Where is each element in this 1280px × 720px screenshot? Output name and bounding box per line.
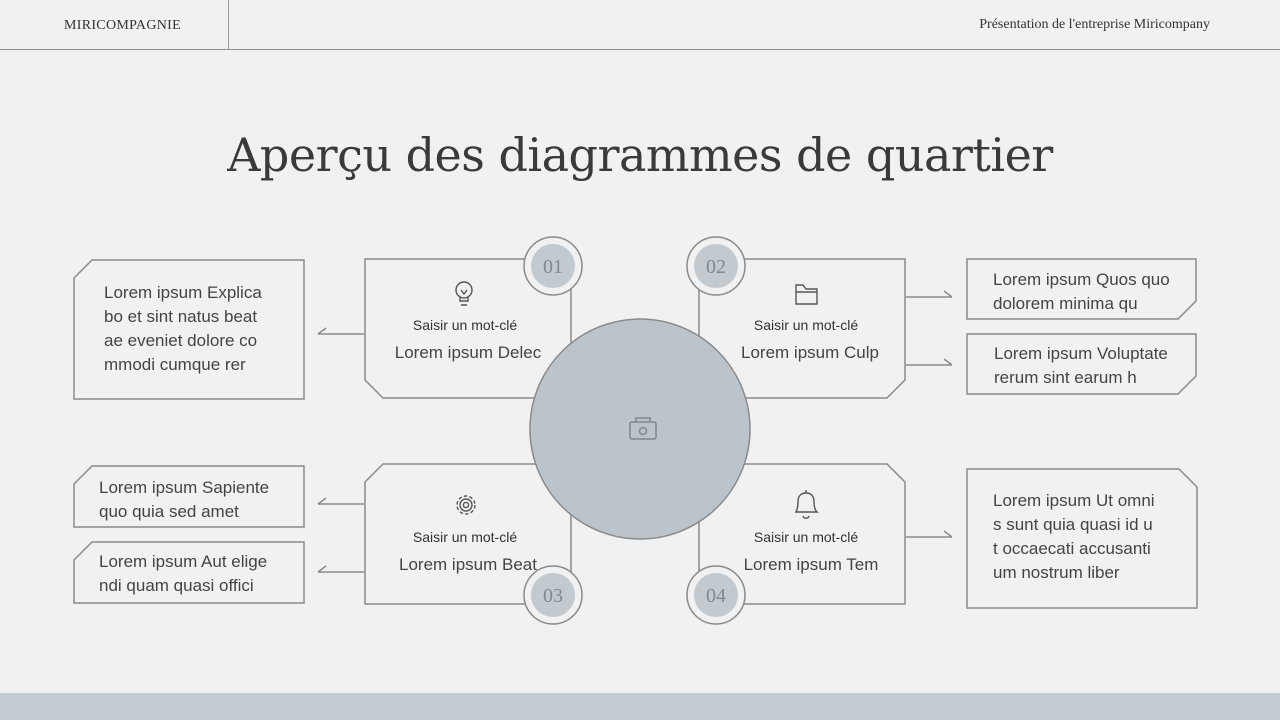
quadrant-text-02: Lorem ipsum Culp (741, 343, 879, 362)
arrow-left-top (317, 327, 364, 335)
header-title: Présentation de l'entreprise Miricompany (979, 17, 1210, 32)
arrow-left-bottom-2 (317, 565, 364, 573)
note-right-top-2-line-1: Lorem ipsum Voluptate (994, 344, 1168, 363)
note-right-top-1-line-2: dolorem minima qu (993, 294, 1138, 313)
badge-disc-01 (531, 244, 575, 288)
header-bar: MIRICOMPAGNIE Présentation de l'entrepri… (0, 0, 1280, 50)
note-left-bottom-1-line-2: quo quia sed amet (99, 502, 239, 521)
note-left-top-line-4: mmodi cumque rer (104, 355, 246, 374)
lightbulb-icon (455, 281, 473, 306)
arrow-right-bottom (906, 530, 953, 538)
note-right-bottom-line-1: Lorem ipsum Ut omni (993, 491, 1155, 510)
note-right-bottom-line-2: s sunt quia quasi id u (993, 515, 1153, 534)
quadrant-keyword-03: Saisir un mot-clé (413, 529, 517, 545)
bell-icon (794, 490, 819, 519)
note-left-top-line-3: ae eveniet dolore co (104, 331, 257, 350)
footer-bar (0, 693, 1280, 720)
slide-title: Aperçu des diagrammes de quartier (227, 128, 1053, 182)
badge-disc-02 (694, 244, 738, 288)
note-box-left-bottom-1 (73, 465, 305, 528)
note-left-top-line-1: Lorem ipsum Explica (104, 283, 262, 302)
badge-number-03: 03 (543, 585, 563, 607)
quadrant-text-03: Lorem ipsum Beat (399, 555, 537, 574)
note-box-right-top-1 (966, 258, 1197, 320)
note-box-right-top-2 (966, 333, 1197, 395)
note-left-top-line-2: bo et sint natus beat (104, 307, 257, 326)
note-box-right-bottom (966, 468, 1198, 609)
badge-number-01: 01 (543, 256, 563, 278)
badge-disc-03 (531, 573, 575, 617)
brand-name: MIRICOMPAGNIE (64, 18, 181, 33)
quadrant-text-04: Lorem ipsum Tem (744, 555, 879, 574)
quadrant-keyword-04: Saisir un mot-clé (754, 529, 858, 545)
note-right-top-2-line-2: rerum sint earum h (994, 368, 1137, 387)
arrow-right-top-1 (906, 290, 953, 298)
badge-number-04: 04 (706, 585, 726, 607)
badge-number-02: 02 (706, 256, 726, 278)
note-right-bottom-line-3: t occaecati accusanti (993, 539, 1151, 558)
arrow-left-bottom-1 (317, 497, 364, 505)
note-left-bottom-1-line-1: Lorem ipsum Sapiente (99, 478, 269, 497)
arrow-right-top-2 (906, 358, 953, 366)
note-right-top-1-line-1: Lorem ipsum Quos quo (993, 270, 1170, 289)
note-right-bottom-line-4: um nostrum liber (993, 563, 1120, 582)
camera-icon (629, 417, 657, 440)
note-box-left-top (73, 259, 305, 400)
note-left-bottom-2-line-1: Lorem ipsum Aut elige (99, 552, 267, 571)
quadrant-text-01: Lorem ipsum Delec (395, 343, 542, 362)
gear-icon (456, 495, 476, 515)
folder-icon (795, 284, 818, 305)
note-left-bottom-2-line-2: ndi quam quasi offici (99, 576, 254, 595)
header-divider (228, 0, 229, 49)
badge-disc-04 (694, 573, 738, 617)
quadrant-keyword-01: Saisir un mot-clé (413, 317, 517, 333)
quadrant-keyword-02: Saisir un mot-clé (754, 317, 858, 333)
note-box-left-bottom-2 (73, 541, 305, 604)
